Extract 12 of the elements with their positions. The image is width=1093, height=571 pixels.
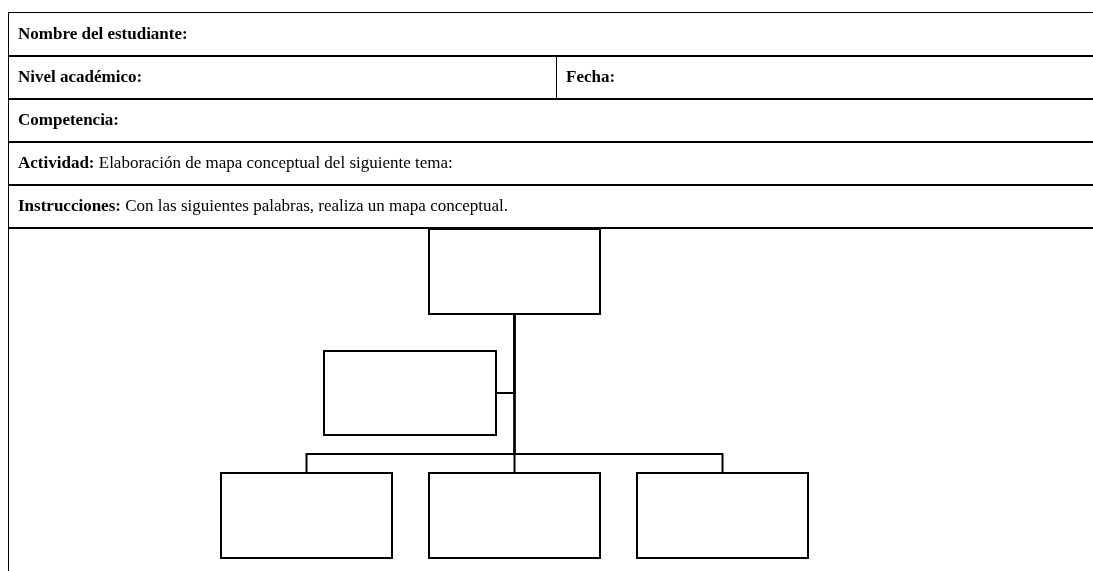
concept-box xyxy=(428,228,601,315)
concept-box xyxy=(636,472,809,559)
field-label: Nivel académico: xyxy=(18,67,143,87)
concept-box xyxy=(428,472,601,559)
concept-box xyxy=(323,350,497,436)
field-label: Competencia: xyxy=(18,110,120,130)
connector-line xyxy=(513,314,724,473)
concept-box xyxy=(220,472,393,559)
field-label: Fecha: xyxy=(566,67,616,87)
instruction-text: Actividad: Elaboración de mapa conceptual del siguiente tema: xyxy=(18,153,453,173)
instruction-text: Instrucciones: Con las siguientes palabras, realiza un mapa conceptual. xyxy=(18,196,509,216)
field-label: Nombre del estudiante: xyxy=(18,24,188,44)
